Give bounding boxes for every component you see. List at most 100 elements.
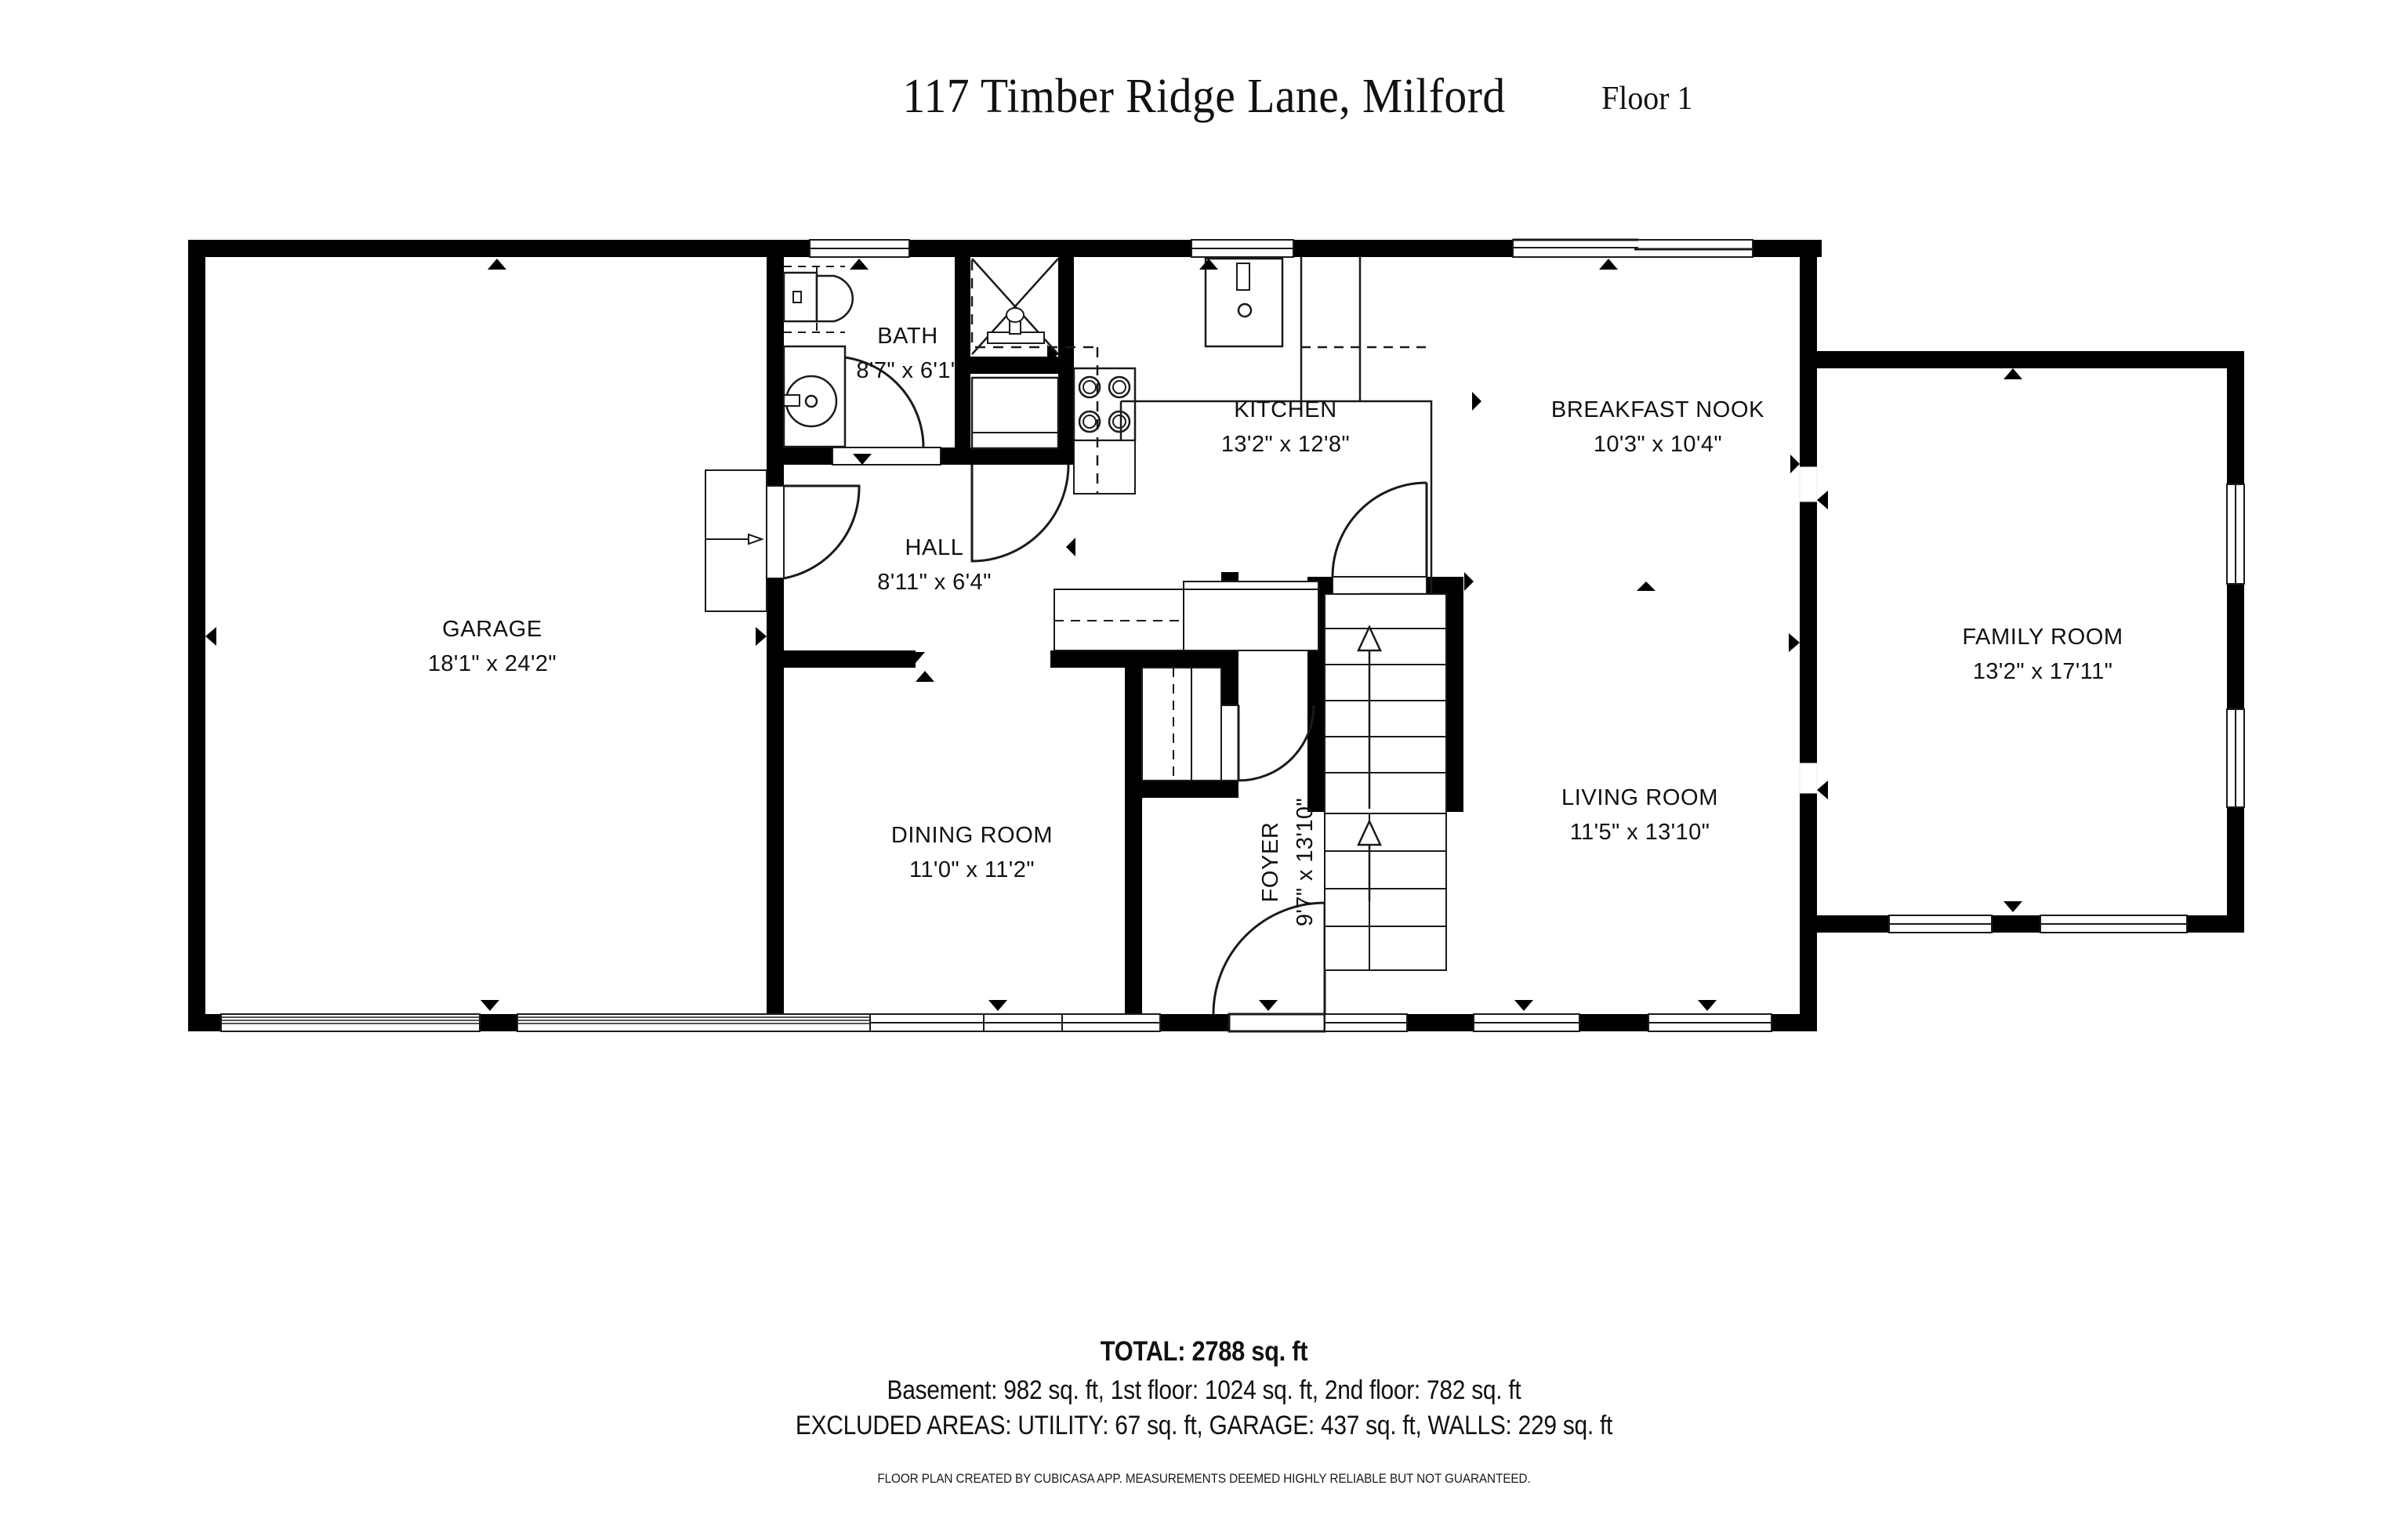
- page-title: 117 Timber Ridge Lane, Milford: [902, 70, 1506, 123]
- vanity-sink-fixture: [782, 345, 847, 448]
- room-labels: GARAGE 18'1" x 24'2" BATH 8'7" x 6'1" KI…: [428, 324, 2123, 926]
- room-name-bath: BATH: [877, 324, 938, 349]
- room-dimensions-bath: 8'7" x 6'1": [856, 358, 959, 383]
- window-living-bottom-1: [1473, 1013, 1580, 1032]
- range-cooktop: [1072, 367, 1137, 442]
- window-dining-bottom-1: [869, 1013, 985, 1032]
- window-kitchen-top: [1191, 239, 1294, 258]
- stair-up-arrow-upper: [1357, 625, 1382, 809]
- marker-pantry-top: [1174, 652, 1193, 663]
- wall-right-mid: [1800, 502, 1817, 763]
- toilet-fixture: [782, 266, 854, 333]
- room-dimensions-foyer: 9'7" x 13'10": [1293, 798, 1318, 926]
- marker-stair-right: [1454, 757, 1463, 776]
- marker-family-bottom: [2004, 901, 2022, 912]
- wall-top-kitchen-b: [1293, 240, 1513, 257]
- marker-hall-right: [1066, 538, 1075, 556]
- wall-stair-right: [1446, 577, 1463, 812]
- marker-living-left: [1789, 633, 1800, 652]
- wall-top-garage: [188, 240, 778, 257]
- marker-dining-bottom: [481, 1000, 499, 1011]
- window-foyer-side: [1324, 1013, 1408, 1032]
- marker-family-right: [2227, 633, 2238, 652]
- room-dimensions-dining-room: 11'0" x 11'2": [909, 857, 1035, 882]
- wall-closet-bottom: [955, 357, 1074, 374]
- wall-top-bath-2: [909, 240, 968, 257]
- marker-garage-right: [756, 627, 767, 646]
- stair-up-arrow-lower: [1357, 819, 1382, 901]
- room-name-breakfast-nook: BREAKFAST NOOK: [1551, 397, 1764, 422]
- staircase: [1324, 593, 1447, 971]
- room-label-family-room: FAMILY ROOM 13'2" x 17'11": [1962, 625, 2123, 684]
- wall-laundry-bottom: [970, 447, 1058, 465]
- room-dimensions-kitchen: 13'2" x 12'8": [1221, 432, 1350, 457]
- marker-hall-open-a: [906, 652, 925, 663]
- door-utility: [970, 464, 1070, 563]
- marker-nook-top: [1599, 259, 1618, 270]
- view-markers: [205, 259, 2238, 1011]
- wall-bath-bottom2: [941, 447, 972, 465]
- door-stair-top: [1331, 481, 1428, 595]
- closet-interior-shelf: [1141, 667, 1222, 781]
- wall-family-bottom-r: [2187, 915, 2244, 933]
- plan-footer: TOTAL: 2788 sq. ft Basement: 982 sq. ft,…: [0, 1336, 2408, 1487]
- shower-fixture: [971, 258, 1059, 355]
- window-nook-top: [1512, 238, 1753, 258]
- kitchen-sink: [1204, 257, 1284, 348]
- room-label-dining-room: DINING ROOM 11'0" x 11'2": [891, 823, 1053, 882]
- floor-breakdown: Basement: 982 sq. ft, 1st floor: 1024 sq…: [887, 1375, 1521, 1405]
- wall-right-lower: [1800, 793, 1817, 1031]
- hall-closet: [705, 469, 767, 612]
- room-label-breakfast-nook: BREAKFAST NOOK 10'3" x 10'4": [1551, 397, 1764, 457]
- wall-hall-bottom-b: [1050, 650, 1238, 668]
- wall-family-bottom-m: [1992, 915, 2040, 933]
- wall-top-bath: [778, 240, 810, 257]
- marker-kitchen-top: [1199, 259, 1218, 270]
- room-dimensions-living-room: 11'5" x 13'10": [1570, 820, 1710, 845]
- dishwasher-dashed: [970, 260, 1099, 494]
- floor-label: Floor 1: [1601, 81, 1693, 117]
- appliance-box: [970, 376, 1060, 450]
- marker-living-bottom: [1259, 1000, 1278, 1011]
- wall-right-upper: [1800, 240, 1817, 467]
- marker-family-left-a: [1817, 491, 1828, 509]
- room-label-living-room: LIVING ROOM 11'5" x 13'10": [1561, 785, 1718, 845]
- marker-garage-bottom: [988, 1000, 1007, 1011]
- room-label-bath: BATH 8'7" x 6'1": [856, 324, 959, 383]
- counter-range-run: [1073, 440, 1136, 495]
- marker-kitchen-mid: [1472, 392, 1481, 411]
- room-name-garage: GARAGE: [442, 617, 542, 642]
- window-family-right-1: [2226, 484, 2245, 585]
- wall-top-kitchen-a: [968, 240, 1191, 257]
- marker-nook-mid: [1464, 572, 1474, 591]
- total-sqft: TOTAL: 2788 sq. ft: [1100, 1336, 1308, 1367]
- marker-bath-bottom: [853, 454, 872, 465]
- marker-living-bottom-3: [1698, 1000, 1717, 1011]
- wall-family-top: [1817, 351, 2244, 368]
- fixtures-group: [705, 257, 1433, 781]
- wall-left-garage: [188, 240, 205, 1031]
- marker-garage-top: [488, 259, 506, 270]
- marker-hall-open-b: [916, 671, 934, 682]
- wall-bottom-e: [1579, 1014, 1648, 1031]
- room-label-hall: HALL 8'11" x 6'4": [877, 535, 992, 595]
- room-name-hall: HALL: [905, 535, 964, 560]
- room-name-living-room: LIVING ROOM: [1561, 785, 1718, 810]
- marker-garage-left: [205, 627, 216, 646]
- garage-door: [220, 1013, 906, 1032]
- marker-family-top: [2004, 368, 2022, 379]
- window-bath-top: [809, 239, 910, 258]
- room-name-foyer: FOYER: [1258, 822, 1283, 903]
- wall-bottom-d: [1407, 1014, 1474, 1031]
- room-dimensions-hall: 8'11" x 6'4": [877, 570, 992, 595]
- wall-pantry-bottom: [1125, 781, 1238, 798]
- wall-pantry-left: [1125, 668, 1142, 1031]
- window-living-bottom-2: [1648, 1013, 1772, 1032]
- room-label-garage: GARAGE 18'1" x 24'2": [428, 617, 557, 676]
- windows-group: [220, 238, 2245, 1033]
- room-name-kitchen: KITCHEN: [1234, 397, 1337, 422]
- wall-bottom-c: [1160, 1014, 1229, 1031]
